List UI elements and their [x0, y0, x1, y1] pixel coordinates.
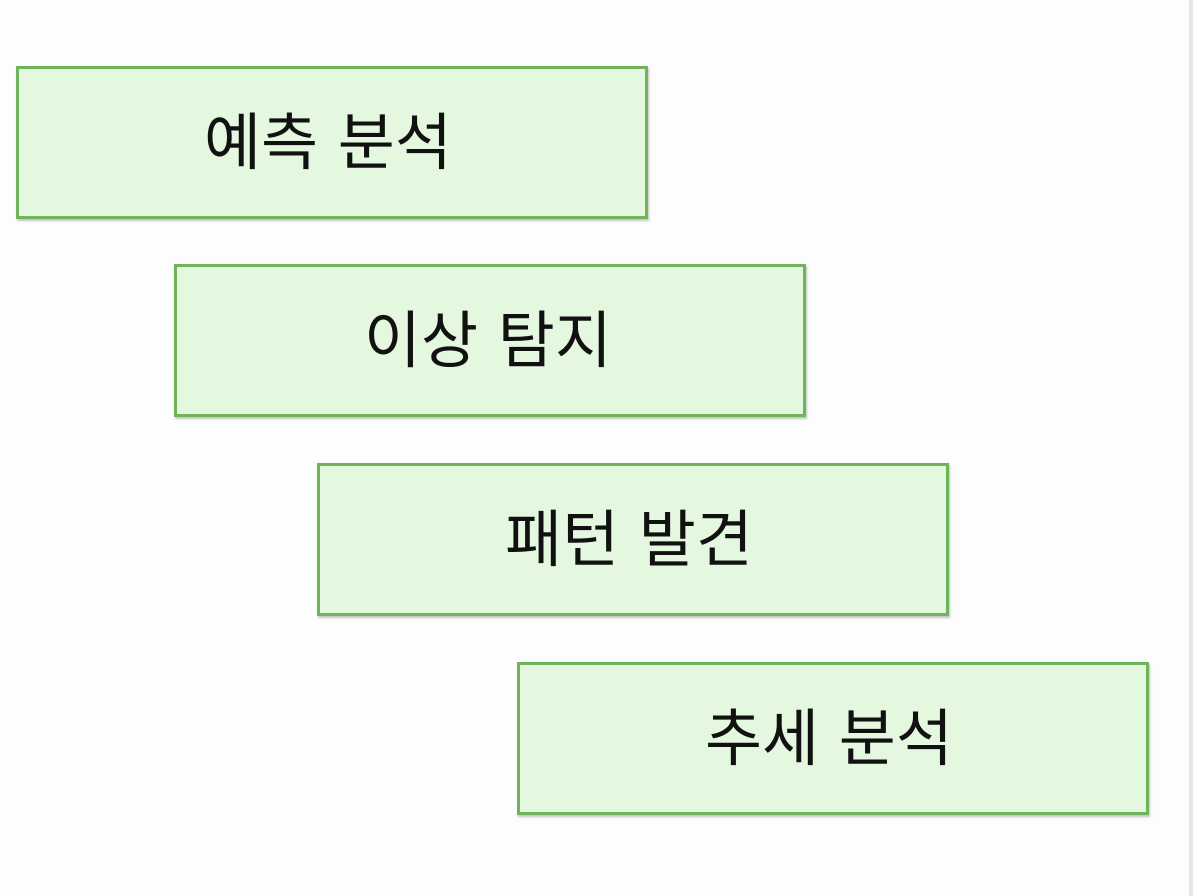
- right-edge-strip: [1189, 0, 1193, 896]
- step-label: 이상 탐지: [364, 303, 612, 377]
- step-box-predictive-analysis: 예측 분석: [16, 66, 648, 219]
- step-box-trend-analysis: 추세 분석: [517, 662, 1149, 815]
- step-label: 패턴 발견: [505, 502, 753, 576]
- step-label: 추세 분석: [705, 701, 953, 775]
- step-label: 예측 분석: [204, 105, 452, 179]
- step-box-pattern-discovery: 패턴 발견: [317, 463, 949, 616]
- step-box-anomaly-detection: 이상 탐지: [174, 264, 806, 417]
